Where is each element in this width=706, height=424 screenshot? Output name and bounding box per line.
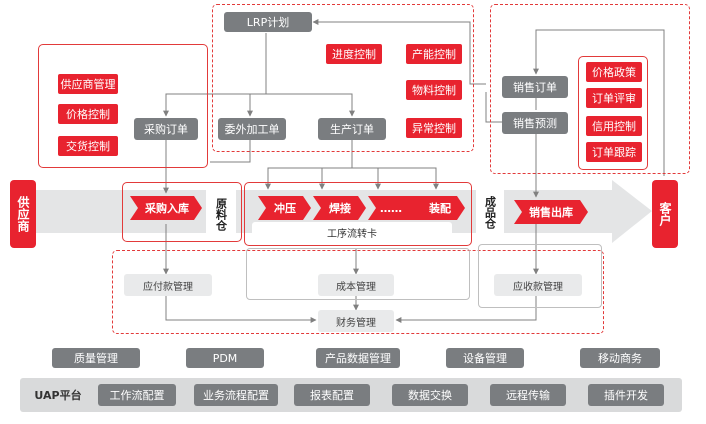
capacity-control[interactable]: 产能控制	[406, 44, 462, 64]
module-product-data[interactable]: 产品数据管理	[316, 348, 400, 368]
step-welding-label: 焊接	[329, 202, 351, 215]
supplier-label: 供应商	[16, 196, 30, 232]
finance-management[interactable]: 财务管理	[318, 310, 394, 332]
uap-platform-label: UAP平台	[34, 389, 82, 402]
sales-order-node[interactable]: 销售订单	[502, 76, 568, 98]
edge-salesorder-lrp	[312, 19, 486, 85]
order-review[interactable]: 订单评审	[586, 88, 642, 108]
chevron-stamping	[258, 196, 311, 220]
customer-label: 客户	[658, 202, 672, 226]
module-pdm[interactable]: PDM	[186, 348, 264, 368]
raw-material-warehouse: 原料仓	[206, 190, 236, 238]
production-order-node[interactable]: 生产订单	[318, 118, 386, 140]
outbound-group	[478, 244, 602, 308]
uap-plugin-dev[interactable]: 插件开发	[588, 384, 664, 406]
finance-group	[112, 250, 604, 334]
purchase-inbound-label: 采购入库	[145, 202, 189, 215]
uap-business-flow-config[interactable]: 业务流程配置	[194, 384, 278, 406]
chevron-outbound	[514, 200, 588, 224]
module-mobile-commerce[interactable]: 移动商务	[580, 348, 660, 368]
price-policy[interactable]: 价格政策	[586, 62, 642, 82]
inbound-group	[122, 182, 242, 242]
finished-goods-warehouse: 成品仓	[476, 186, 504, 238]
customer-node: 客户	[652, 180, 678, 248]
order-tracking[interactable]: 订单跟踪	[586, 142, 642, 162]
chevron-assembly	[410, 196, 465, 220]
uap-data-exchange[interactable]: 数据交换	[392, 384, 468, 406]
supplier-management[interactable]: 供应商管理	[58, 74, 118, 94]
cost-group	[246, 248, 470, 300]
raw-warehouse-label: 原料仓	[214, 197, 228, 231]
production-chevrons	[130, 196, 588, 224]
uap-workflow-config[interactable]: 工作流配置	[98, 384, 176, 406]
price-control-purchase[interactable]: 价格控制	[58, 104, 118, 124]
supplier-node: 供应商	[10, 180, 36, 248]
edge-mo-steps	[265, 140, 353, 190]
outsource-order-node[interactable]: 委外加工单	[218, 118, 286, 140]
sales-group	[490, 4, 690, 174]
delivery-control[interactable]: 交货控制	[58, 136, 118, 156]
purchase-group	[38, 44, 208, 168]
credit-control[interactable]: 信用控制	[586, 116, 642, 136]
sales-controls-group	[578, 56, 648, 170]
edge-lrp-orders	[163, 33, 267, 117]
production-group	[244, 182, 472, 246]
receivable-management[interactable]: 应收款管理	[494, 274, 582, 296]
finished-warehouse-label: 成品仓	[483, 195, 497, 229]
chevron-welding	[313, 196, 366, 220]
sales-forecast-node[interactable]: 销售预测	[502, 112, 568, 134]
progress-control[interactable]: 进度控制	[326, 44, 382, 64]
cost-management[interactable]: 成本管理	[318, 274, 394, 296]
uap-remote-transfer[interactable]: 远程传输	[490, 384, 566, 406]
payable-management[interactable]: 应付款管理	[124, 274, 212, 296]
lrp-plan-node[interactable]: LRP计划	[224, 12, 312, 32]
exception-control[interactable]: 异常控制	[406, 118, 462, 138]
uap-report-config[interactable]: 报表配置	[294, 384, 370, 406]
sales-outbound-label: 销售出库	[529, 206, 573, 219]
material-control[interactable]: 物料控制	[406, 80, 462, 100]
step-assembly-label: 装配	[429, 202, 451, 215]
route-card-label: 工序流转卡	[252, 222, 452, 242]
module-equipment[interactable]: 设备管理	[446, 348, 524, 368]
purchase-order-node[interactable]: 采购订单	[134, 118, 198, 140]
planning-group	[212, 4, 474, 152]
chevron-etc	[368, 196, 421, 220]
module-quality[interactable]: 质量管理	[52, 348, 140, 368]
chevron-inbound	[130, 196, 202, 220]
step-stamping-label: 冲压	[274, 202, 296, 215]
step-etc-label: ……	[380, 201, 402, 215]
